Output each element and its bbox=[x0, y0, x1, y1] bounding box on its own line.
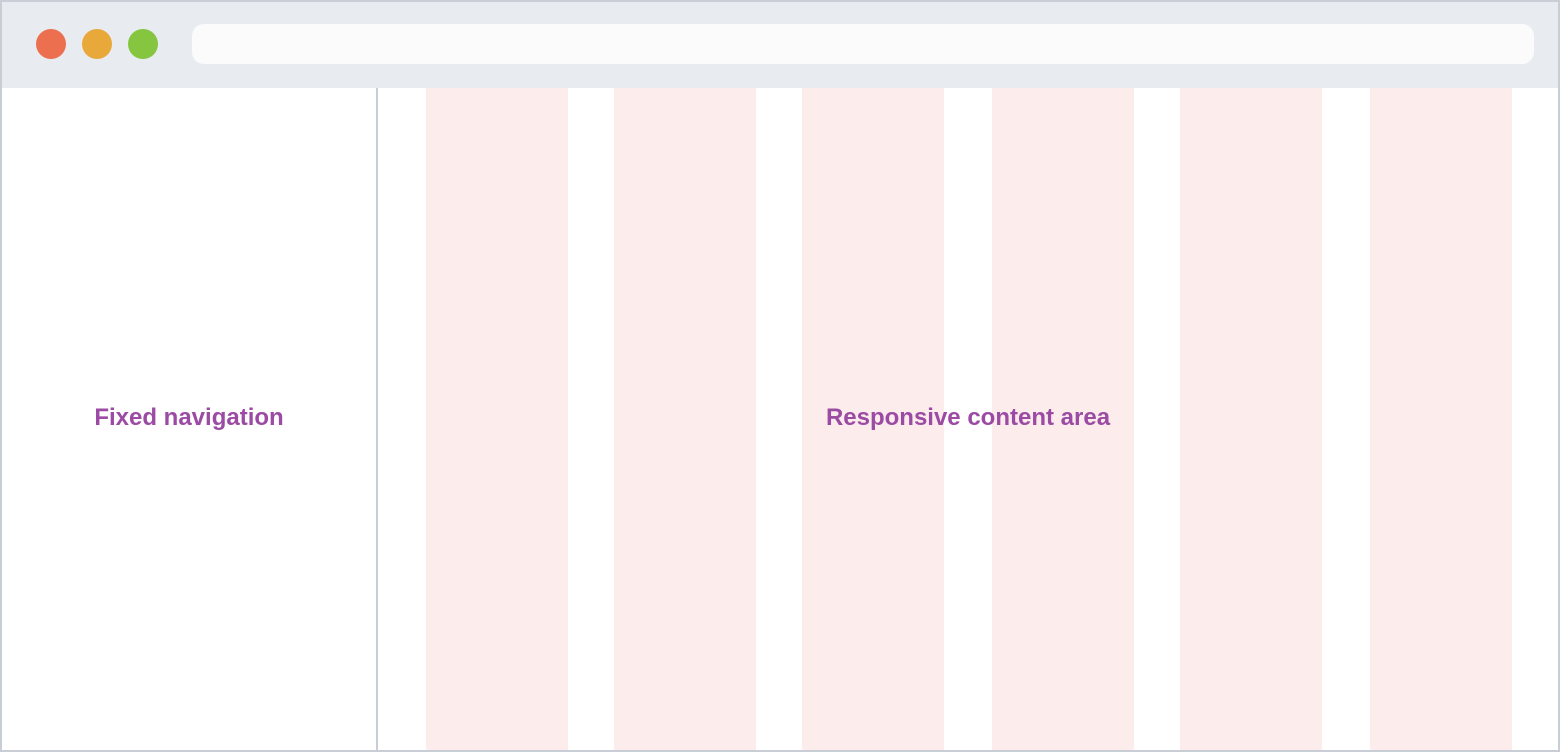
grid-column bbox=[614, 88, 756, 750]
grid-column bbox=[426, 88, 568, 750]
grid-column bbox=[992, 88, 1134, 750]
close-window-button[interactable] bbox=[36, 29, 66, 59]
grid-column bbox=[1370, 88, 1512, 750]
grid-column bbox=[802, 88, 944, 750]
responsive-content-area: Responsive content area bbox=[378, 88, 1558, 750]
address-bar[interactable] bbox=[192, 24, 1534, 64]
fixed-navigation-panel: Fixed navigation bbox=[2, 88, 378, 750]
minimize-window-button[interactable] bbox=[82, 29, 112, 59]
titlebar bbox=[2, 2, 1558, 88]
maximize-window-button[interactable] bbox=[128, 29, 158, 59]
grid-column bbox=[1180, 88, 1322, 750]
responsive-content-area-label: Responsive content area bbox=[825, 404, 1111, 431]
fixed-navigation-label: Fixed navigation bbox=[94, 404, 284, 431]
